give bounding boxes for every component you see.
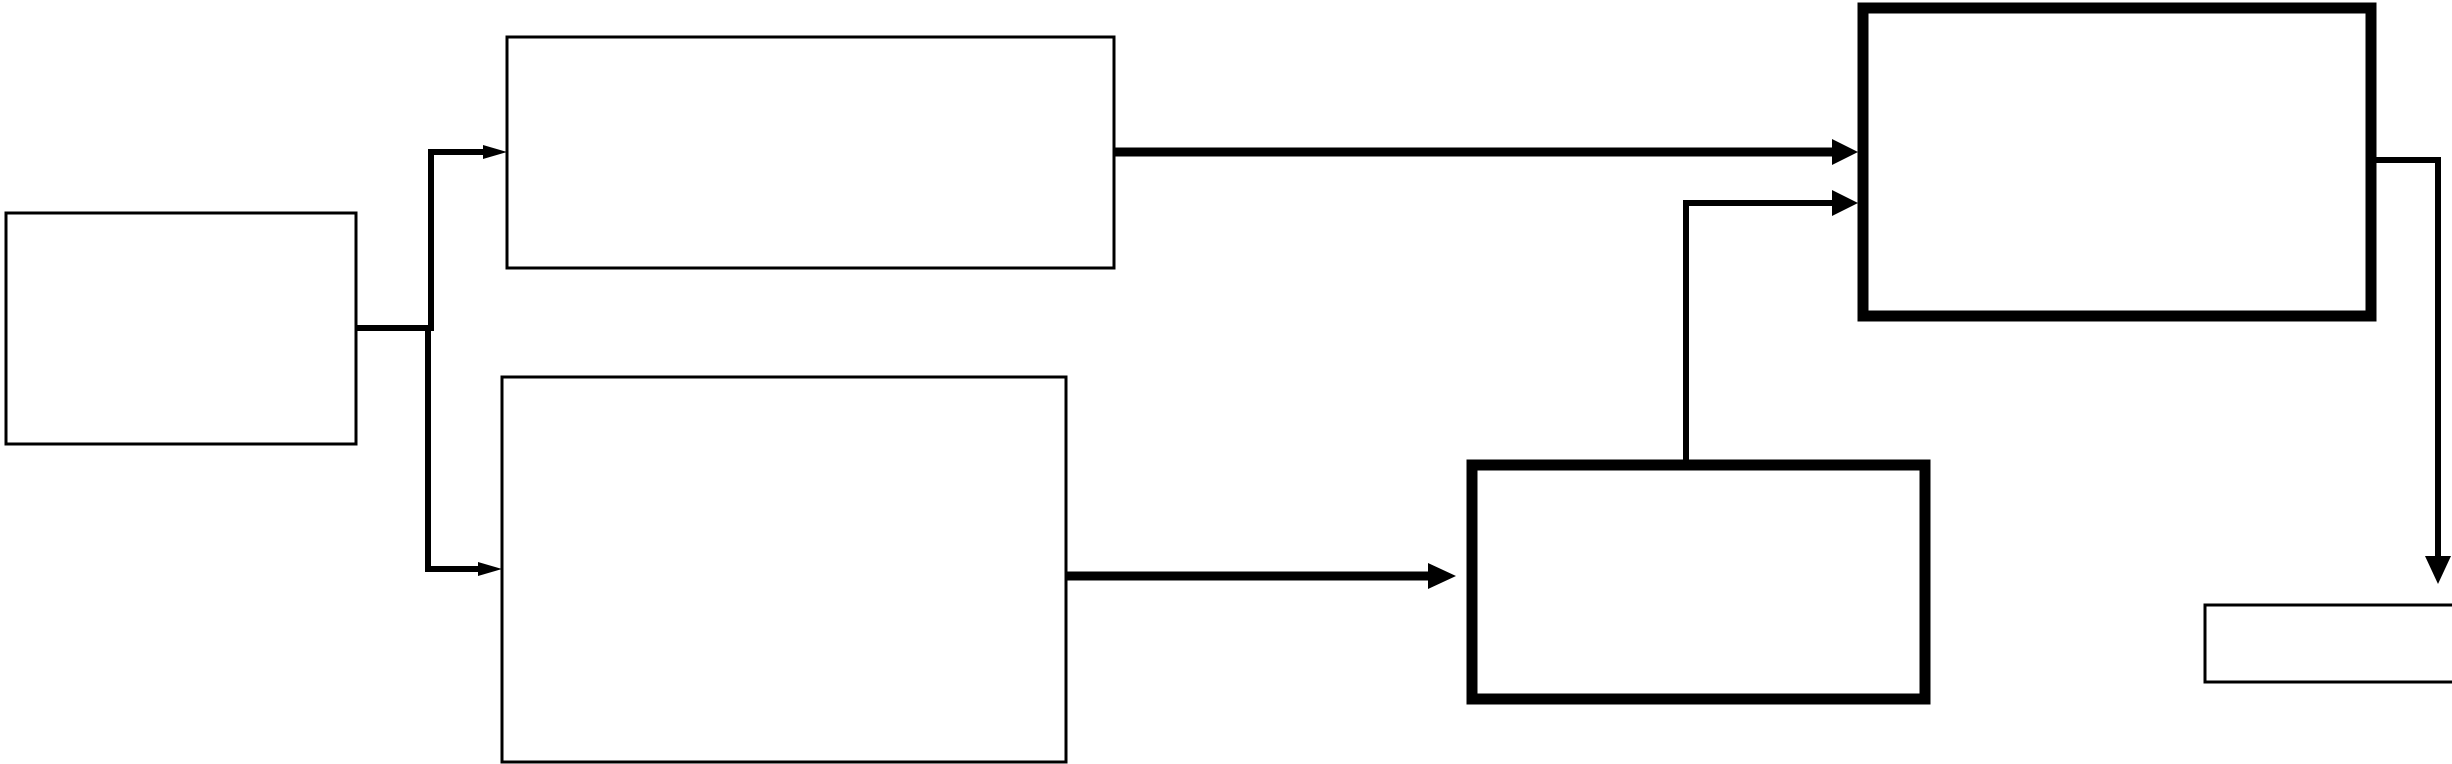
- nodes: [4, 2, 2452, 764]
- edge-top-right-to-bottom-right: [2371, 157, 2441, 560]
- arrowhead-bottom-right: [2425, 556, 2451, 584]
- arrowhead-top-right-main: [1832, 139, 1858, 165]
- arrowhead-center-right: [1428, 563, 1456, 589]
- node-top-right: [1857, 2, 2377, 322]
- node-source: [4, 211, 358, 446]
- arrowhead-upper-middle: [483, 145, 507, 159]
- arrowheads: [478, 139, 2451, 589]
- connectors: [356, 147, 2441, 581]
- node-bottom-right: [2203, 603, 2452, 684]
- arrowhead-top-right-secondary: [1832, 190, 1858, 216]
- node-lower-middle: [500, 375, 1068, 764]
- node-upper-middle: [505, 35, 1116, 270]
- arrowhead-lower-middle: [478, 562, 502, 576]
- edge-source-to-lower-middle: [356, 325, 482, 572]
- edge-center-right-to-top-right: [1683, 200, 1838, 463]
- node-center-right: [1466, 459, 1931, 705]
